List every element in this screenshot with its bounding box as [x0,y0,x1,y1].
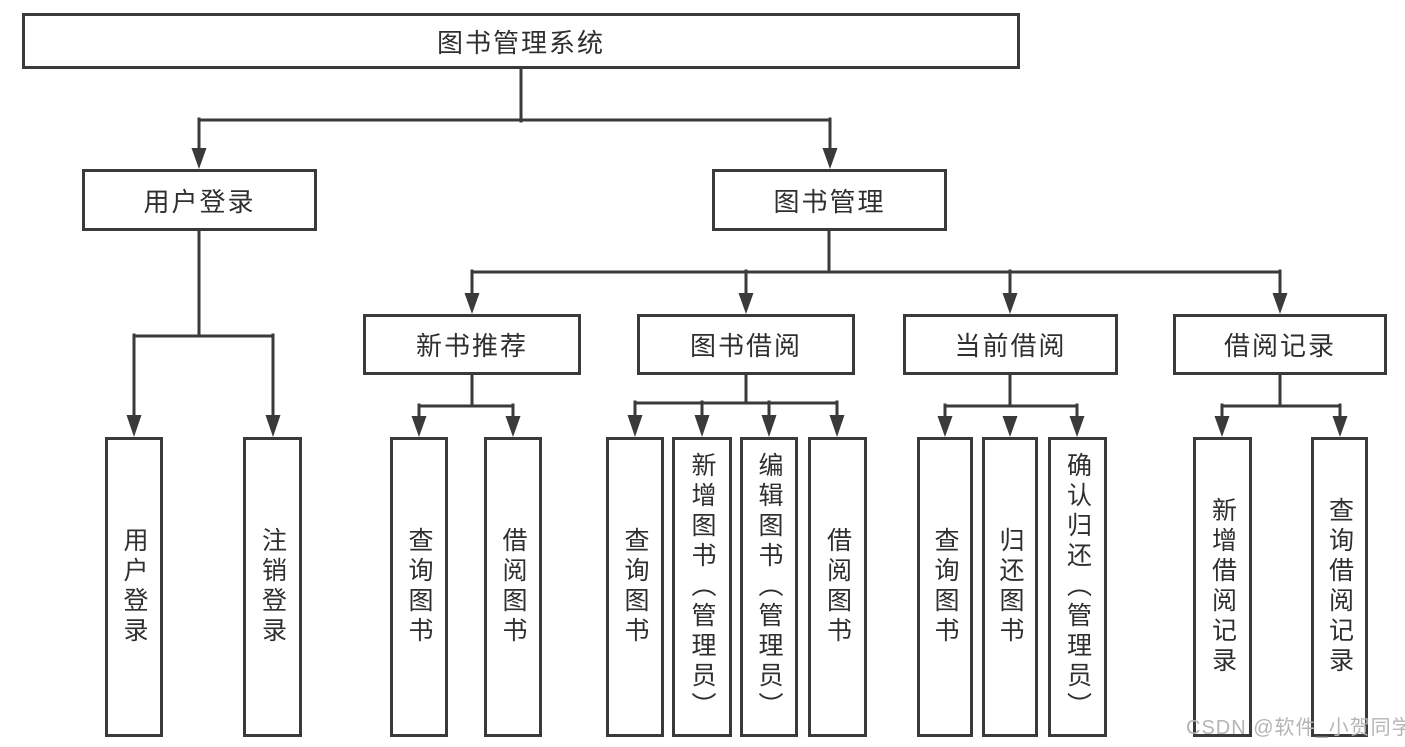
leaf-current-query-book: 查询图书 [917,437,973,737]
leaf-current-confirm-return-admin: 确认归还（管理员） [1048,437,1107,737]
node-label: 编辑图书（管理员） [755,452,783,722]
node-borrow-records: 借阅记录 [1173,314,1387,375]
node-new-book-recommend: 新书推荐 [363,314,581,375]
leaf-records-query-record: 查询借阅记录 [1311,437,1368,737]
node-label: 借阅图书 [499,527,527,647]
node-label: 图书管理 [773,186,886,217]
node-book-borrow: 图书借阅 [637,314,855,375]
node-label: 新增借阅记录 [1208,497,1237,677]
leaf-borrow-query-book: 查询图书 [606,437,664,737]
node-label: 新书推荐 [415,331,528,361]
leaf-borrow-add-book-admin: 新增图书（管理员） [672,437,732,737]
leaf-logout: 注销登录 [243,437,302,737]
node-label: 查询图书 [621,527,649,647]
node-book-management: 图书管理 [712,169,947,231]
leaf-user-login: 用户登录 [105,437,163,737]
node-label: 图书管理系统 [436,27,605,58]
csdn-watermark: CSDN @软件_小贺同学 [1186,717,1405,739]
leaf-borrow-edit-book-admin: 编辑图书（管理员） [740,437,798,737]
node-label: 用户登录 [120,527,148,647]
node-label: 归还图书 [996,527,1024,647]
node-label: 查询图书 [405,527,433,647]
node-label: 查询图书 [931,527,959,647]
leaf-borrow-borrow-book: 借阅图书 [808,437,867,737]
node-label: 用户登录 [143,186,256,217]
leaf-recommend-borrow-book: 借阅图书 [484,437,542,737]
node-label: 借阅记录 [1223,331,1336,361]
node-label: 确认归还（管理员） [1063,452,1092,722]
node-label: 查询借阅记录 [1325,497,1354,677]
leaf-records-add-record: 新增借阅记录 [1193,437,1252,737]
node-current-borrow: 当前借阅 [903,314,1118,375]
node-label: 借阅图书 [823,527,852,647]
node-user-login-branch: 用户登录 [82,169,317,231]
node-label: 当前借阅 [954,331,1067,361]
node-label: 图书借阅 [689,331,802,361]
leaf-recommend-query-book: 查询图书 [390,437,448,737]
node-label: 注销登录 [258,527,287,647]
node-root-system: 图书管理系统 [22,13,1020,69]
arrow-down-icon [126,148,1348,437]
leaf-current-return-book: 归还图书 [982,437,1038,737]
node-label: 新增图书（管理员） [688,452,716,722]
